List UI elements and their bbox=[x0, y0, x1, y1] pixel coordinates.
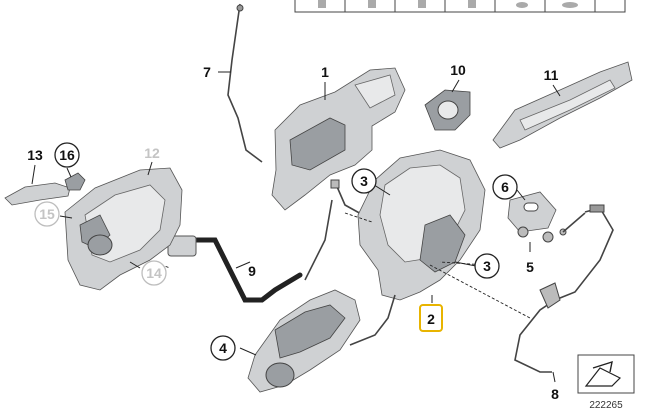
callout-3b: 3 bbox=[474, 253, 500, 279]
callout-leaders bbox=[59, 161, 556, 383]
callout-14: 14 bbox=[141, 260, 167, 286]
svg-text:11: 11 bbox=[544, 67, 559, 83]
part-8-cable bbox=[514, 204, 614, 373]
callout-2: 2 bbox=[419, 304, 443, 332]
callout-9: 9 bbox=[248, 263, 256, 279]
svg-text:3: 3 bbox=[360, 173, 368, 189]
part-11-handle bbox=[492, 61, 633, 149]
callout-10: 10 bbox=[450, 62, 466, 78]
svg-text:13: 13 bbox=[27, 147, 43, 163]
part-12-handle-base bbox=[64, 167, 183, 291]
svg-text:10: 10 bbox=[450, 62, 466, 78]
callout-12: 12 bbox=[144, 145, 160, 161]
svg-text:6: 6 bbox=[501, 179, 509, 195]
callout-6: 6 bbox=[492, 174, 518, 200]
svg-text:2: 2 bbox=[427, 311, 435, 327]
orientation-symbol bbox=[577, 354, 635, 394]
svg-text:4: 4 bbox=[219, 340, 227, 356]
callout-4: 4 bbox=[210, 335, 236, 361]
part-9-cable bbox=[167, 235, 303, 303]
callout-8: 8 bbox=[551, 386, 559, 402]
part-5-bolt bbox=[517, 226, 554, 252]
svg-text:3: 3 bbox=[483, 258, 491, 274]
svg-text:8: 8 bbox=[551, 386, 559, 402]
part-16-insert bbox=[64, 167, 86, 191]
svg-text:16: 16 bbox=[59, 147, 75, 163]
callout-15: 15 bbox=[34, 201, 60, 227]
svg-text:5: 5 bbox=[526, 259, 534, 275]
svg-text:12: 12 bbox=[144, 145, 160, 161]
svg-text:15: 15 bbox=[39, 206, 55, 222]
callout-16: 16 bbox=[54, 142, 80, 168]
part-13-grip bbox=[4, 164, 71, 206]
callout-11: 11 bbox=[544, 67, 559, 83]
part-7-rod bbox=[218, 3, 263, 163]
callout-13: 13 bbox=[27, 147, 43, 163]
svg-text:9: 9 bbox=[248, 263, 256, 279]
part-1-carrier bbox=[271, 67, 406, 211]
part-4-actuator bbox=[239, 289, 361, 393]
svg-text:14: 14 bbox=[146, 265, 162, 281]
diagram-id: 222265 bbox=[589, 400, 623, 411]
svg-text:1: 1 bbox=[321, 64, 329, 80]
callout-5: 5 bbox=[526, 259, 534, 275]
callout-3a: 3 bbox=[351, 168, 377, 194]
callout-1: 1 bbox=[321, 64, 329, 80]
svg-text:7: 7 bbox=[203, 64, 211, 80]
fastener-strip bbox=[294, 0, 626, 13]
callout-7: 7 bbox=[203, 64, 211, 80]
part-10-cap bbox=[424, 79, 471, 131]
part-6-striker bbox=[507, 189, 557, 233]
